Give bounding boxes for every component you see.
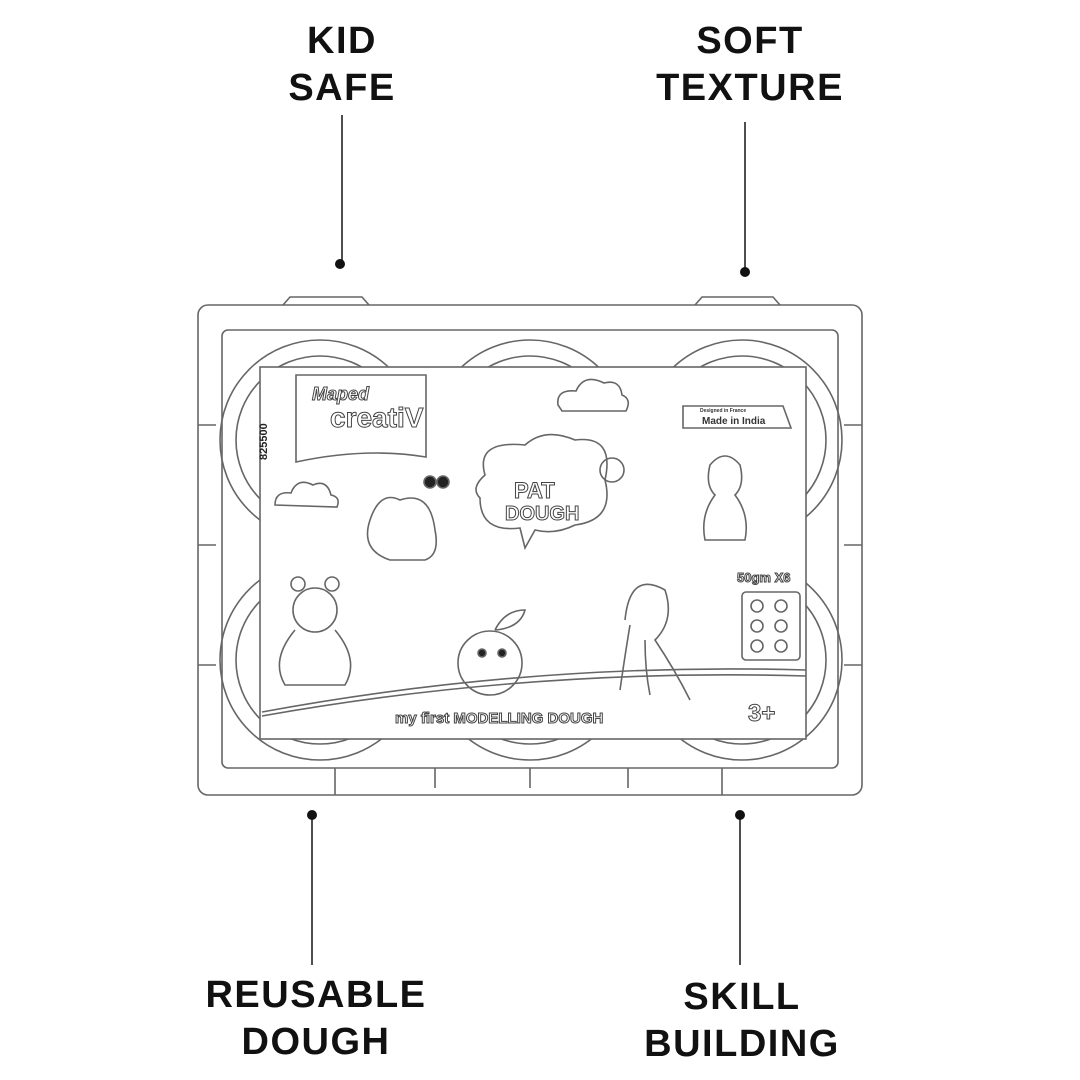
snail-icon (366, 496, 438, 561)
tiger-icon (702, 455, 748, 541)
callout-dot (740, 267, 750, 277)
designed-in: Designed in France (700, 408, 747, 414)
callout-dot (335, 259, 345, 269)
callout-text: TEXTURE (656, 67, 844, 109)
tray-tabs (282, 296, 781, 306)
brand-maped: Maped (311, 384, 370, 405)
callout-text: REUSABLE (205, 974, 427, 1016)
made-in-badge (682, 405, 793, 429)
six-pack-icon (741, 591, 801, 661)
callout-reusable-dough: REUSABLE DOUGH (166, 972, 466, 1066)
callout-soft-texture: SOFT TEXTURE (600, 18, 900, 112)
callout-skill-building: SKILL BUILDING (592, 974, 892, 1068)
callout-text: SKILL (683, 976, 801, 1018)
flower-icon (599, 457, 625, 483)
age-badge: 3+ (747, 700, 776, 728)
callout-kid-safe: KID SAFE (192, 18, 492, 112)
callout-text: SOFT (696, 20, 804, 62)
made-in: Made in India (702, 416, 766, 427)
callout-dot (735, 810, 745, 820)
cloud-icon (274, 481, 339, 508)
callout-text: SAFE (288, 67, 396, 109)
speech-bubble (475, 433, 608, 551)
cloud-icon (557, 378, 630, 412)
logo-pat: PAT (514, 478, 556, 504)
package-wave (261, 668, 807, 713)
tagline: my first MODELLING DOUGH (394, 710, 604, 728)
octopus-icon (619, 583, 691, 701)
teddy-bear-icon (292, 587, 338, 633)
callout-text: DOUGH (241, 1021, 391, 1063)
callout-dot (307, 810, 317, 820)
brand-creativ: creatiV (329, 402, 424, 434)
quantity: 50gm X6 (736, 570, 791, 586)
product-code: 825500 (258, 423, 270, 460)
callout-text: KID (307, 20, 377, 62)
logo-dough: DOUGH (504, 503, 580, 526)
callout-text: BUILDING (644, 1023, 840, 1065)
apple-icon (457, 630, 523, 696)
tray-outer (197, 304, 863, 796)
brand-banner (295, 374, 427, 463)
